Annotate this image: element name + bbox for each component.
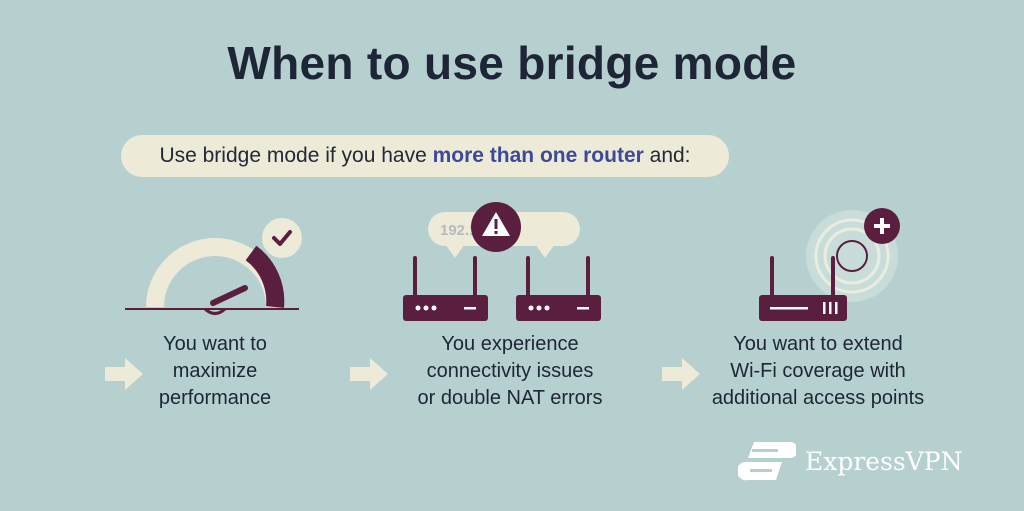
card-caption-coverage: You want to extend Wi-Fi coverage with a… [711, 333, 925, 409]
router-pair-icon: 192.168.0.1 [403, 202, 601, 321]
expressvpn-logo-icon [738, 442, 796, 481]
subtitle-suffix: and: [643, 144, 691, 167]
access-point-icon [759, 208, 900, 321]
subtitle-highlight: more than one router [432, 144, 644, 167]
arrow-right-icon [662, 358, 700, 390]
subtitle-banner: Use bridge mode if you have more than on… [121, 135, 729, 177]
speedometer-icon [125, 218, 302, 315]
card-caption-performance: You want to maximize performance [158, 333, 272, 409]
page-title: When to use bridge mode [227, 37, 797, 89]
arrow-right-icon [105, 358, 143, 390]
brand-name: ExpressVPN [805, 447, 963, 476]
check-badge-icon [262, 218, 302, 258]
arrow-right-icon [350, 358, 388, 390]
subtitle-prefix: Use bridge mode if you have [159, 144, 433, 167]
card-caption-connectivity: You experience connectivity issues or do… [417, 333, 603, 409]
